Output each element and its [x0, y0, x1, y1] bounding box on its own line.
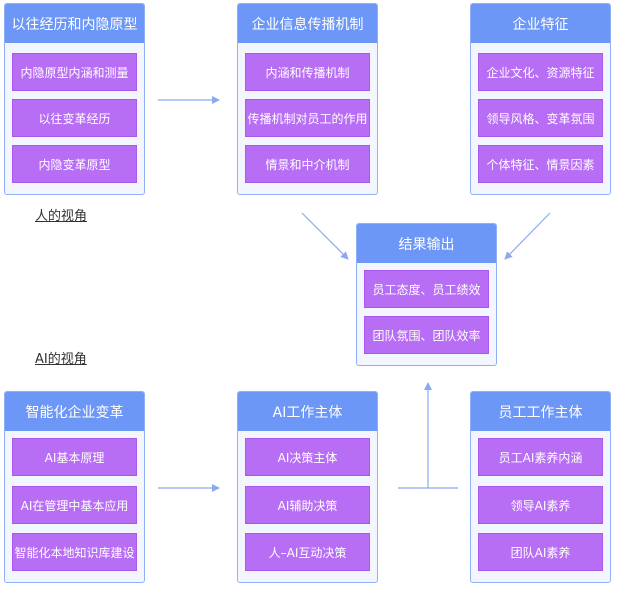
item-team-climate-efficiency: 团队氛围、团队效率	[364, 316, 489, 354]
panel-past-experience: 以往经历和内隐原型 内隐原型内涵和测量 以往变革经历 内隐变革原型	[4, 3, 145, 195]
panel-info-dissemination: 企业信息传播机制 内涵和传播机制 传播机制对员工的作用 情景和中介机制	[237, 3, 378, 195]
item-leadership-climate: 领导风格、变革氛围	[478, 99, 603, 137]
item-individual-context: 个体特征、情景因素	[478, 145, 603, 183]
item-ai-decision-subject: AI决策主体	[245, 438, 370, 476]
panel-ai-work-subject: AI工作主体 AI决策主体 AI辅助决策 人–AI互动决策	[237, 391, 378, 583]
item-employee-ai-literacy: 员工AI素养内涵	[478, 438, 603, 476]
panel-ai-work-subject-title: AI工作主体	[238, 392, 377, 431]
label-human-perspective: 人的视角	[35, 209, 88, 224]
item-context-mediation: 情景和中介机制	[245, 145, 370, 183]
item-ai-management-application: AI在管理中基本应用	[12, 486, 137, 524]
item-connotation-mechanism: 内涵和传播机制	[245, 53, 370, 91]
item-attitude-performance: 员工态度、员工绩效	[364, 270, 489, 308]
item-implicit-change-prototype: 内隐变革原型	[12, 145, 137, 183]
item-leader-ai-literacy: 领导AI素养	[478, 486, 603, 524]
arrow-traits-to-output	[504, 212, 551, 260]
panel-intelligent-transformation-title: 智能化企业变革	[5, 392, 144, 431]
panel-employee-work-subject: 员工工作主体 员工AI素养内涵 领导AI素养 团队AI素养	[470, 391, 611, 583]
panel-results-output-title: 结果输出	[357, 224, 496, 263]
item-human-ai-interaction: 人–AI互动决策	[245, 533, 370, 571]
item-mechanism-effect: 传播机制对员工的作用	[245, 99, 370, 137]
item-team-ai-literacy: 团队AI素养	[478, 533, 603, 571]
panel-info-dissemination-title: 企业信息传播机制	[238, 4, 377, 43]
label-ai-perspective: AI的视角	[35, 352, 87, 367]
panel-employee-work-subject-title: 员工工作主体	[471, 392, 610, 431]
item-past-change-experience: 以往变革经历	[12, 99, 137, 137]
panel-past-experience-title: 以往经历和内隐原型	[5, 4, 144, 43]
item-ai-basics: AI基本原理	[12, 438, 137, 476]
item-ai-assisted-decision: AI辅助决策	[245, 486, 370, 524]
item-implicit-prototype-measurement: 内隐原型内涵和测量	[12, 53, 137, 91]
item-culture-resources: 企业文化、资源特征	[478, 53, 603, 91]
panel-intelligent-transformation: 智能化企业变革 AI基本原理 AI在管理中基本应用 智能化本地知识库建设	[4, 391, 145, 583]
panel-enterprise-traits-title: 企业特征	[471, 4, 610, 43]
panel-enterprise-traits: 企业特征 企业文化、资源特征 领导风格、变革氛围 个体特征、情景因素	[470, 3, 611, 195]
item-local-knowledge-base: 智能化本地知识库建设	[12, 533, 137, 571]
arrow-info-to-output	[301, 212, 349, 260]
panel-results-output: 结果输出 员工态度、员工绩效 团队氛围、团队效率	[356, 223, 497, 366]
